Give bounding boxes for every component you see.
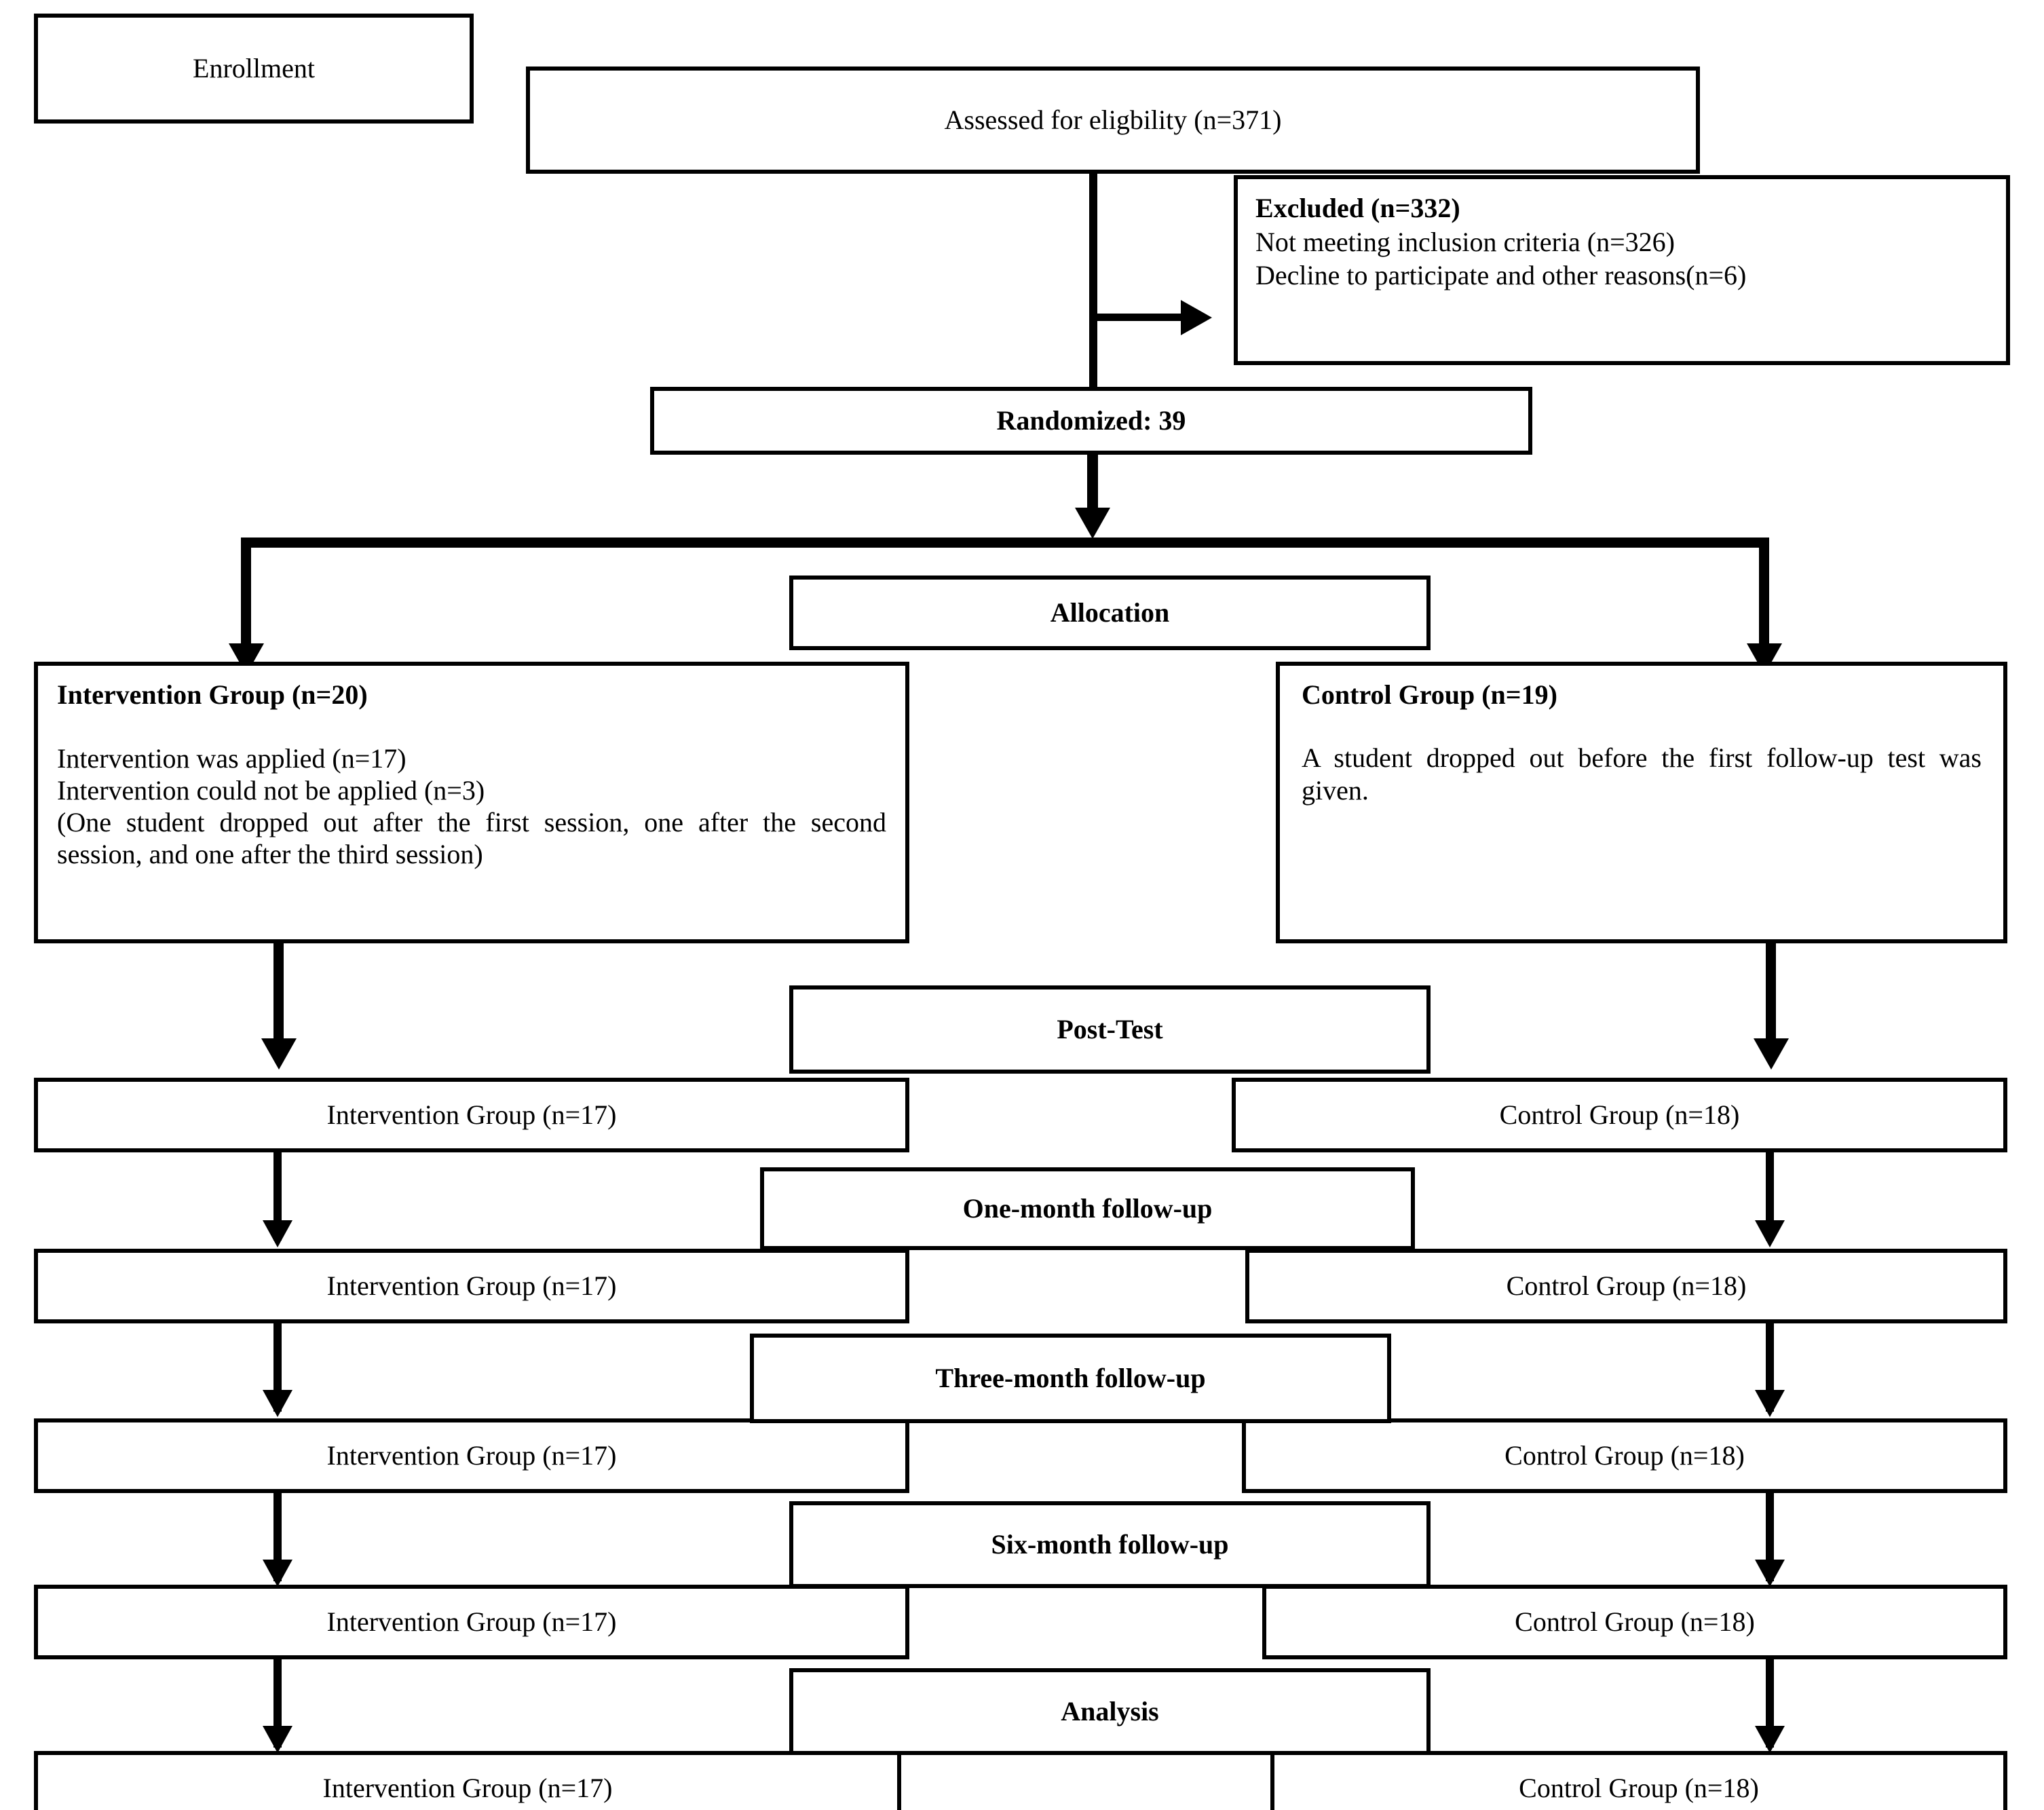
three-month-intervention-box: Intervention Group (n=17) [34, 1418, 909, 1493]
allocation-intervention-line-3: (One student dropped out after the first… [57, 807, 886, 870]
connector-alloc-to-posttest-left [273, 943, 284, 1049]
randomized-text: Randomized: 39 [996, 404, 1186, 436]
connector-sixmonth-to-analysis-left [273, 1659, 282, 1748]
connector-posttest-to-onemonth-left [273, 1152, 282, 1241]
allocation-split-left-leg [241, 538, 251, 653]
connector-posttest-to-onemonth-left-arrowhead [263, 1220, 292, 1247]
allocation-split-right-leg [1759, 538, 1769, 653]
connector-sixmonth-to-analysis-right [1766, 1659, 1774, 1748]
allocation-stage-label-box: Allocation [789, 576, 1431, 650]
excluded-box: Excluded (n=332) Not meeting inclusion c… [1234, 175, 2010, 365]
three-month-stage-label-box: Three-month follow-up [750, 1334, 1391, 1423]
allocation-control-box: Control Group (n=19) A student dropped o… [1276, 662, 2007, 943]
allocation-split-bar [241, 538, 1769, 548]
connector-alloc-to-posttest-right-arrowhead [1754, 1038, 1789, 1070]
connector-onemonth-to-threemonth-right [1766, 1323, 1774, 1412]
connector-alloc-to-posttest-right [1766, 943, 1776, 1049]
allocation-intervention-line-1: Intervention was applied (n=17) [57, 743, 406, 774]
post-test-stage-label: Post-Test [1057, 1013, 1163, 1044]
connector-sixmonth-to-analysis-left-arrowhead [263, 1726, 292, 1753]
post-test-stage-label-box: Post-Test [789, 985, 1431, 1074]
allocation-intervention-heading: Intervention Group (n=20) [57, 679, 368, 710]
analysis-intervention-box: Intervention Group (n=17) [34, 1751, 901, 1810]
one-month-control-box: Control Group (n=18) [1245, 1249, 2007, 1323]
one-month-intervention-box: Intervention Group (n=17) [34, 1249, 909, 1323]
six-month-stage-label-box: Six-month follow-up [789, 1501, 1431, 1588]
post-test-control-box: Control Group (n=18) [1232, 1078, 2007, 1152]
excluded-line-2: Decline to participate and other reasons… [1255, 259, 1747, 290]
six-month-intervention-box: Intervention Group (n=17) [34, 1585, 909, 1659]
post-test-control-text: Control Group (n=18) [1499, 1099, 1740, 1130]
connector-threemonth-to-sixmonth-left [273, 1493, 282, 1581]
enrollment-stage-label-box: Enrollment [34, 14, 474, 124]
allocation-control-body: A student dropped out before the first f… [1302, 742, 1982, 806]
one-month-stage-label: One-month follow-up [962, 1192, 1213, 1224]
one-month-intervention-text: Intervention Group (n=17) [326, 1270, 617, 1301]
randomized-down-arrowhead [1075, 508, 1110, 539]
connector-threemonth-to-sixmonth-right [1766, 1493, 1774, 1581]
assessed-for-eligibility-box: Assessed for eligbility (n=371) [526, 67, 1700, 174]
three-month-intervention-text: Intervention Group (n=17) [326, 1439, 617, 1471]
six-month-stage-label: Six-month follow-up [991, 1528, 1229, 1560]
connector-sixmonth-to-analysis-right-arrowhead [1755, 1726, 1785, 1753]
three-month-control-box: Control Group (n=18) [1242, 1418, 2007, 1493]
connector-threemonth-to-sixmonth-left-arrowhead [263, 1560, 292, 1587]
connector-alloc-to-posttest-left-arrowhead [261, 1038, 297, 1070]
analysis-control-text: Control Group (n=18) [1519, 1772, 1759, 1803]
post-test-intervention-text: Intervention Group (n=17) [326, 1099, 617, 1130]
spine-assessed-to-randomized [1089, 174, 1097, 391]
three-month-stage-label: Three-month follow-up [935, 1362, 1206, 1393]
connector-threemonth-to-sixmonth-right-arrowhead [1755, 1560, 1785, 1587]
connector-posttest-to-onemonth-right [1766, 1152, 1774, 1241]
allocation-control-heading: Control Group (n=19) [1302, 679, 1557, 710]
one-month-control-text: Control Group (n=18) [1506, 1270, 1747, 1301]
spine-randomized-down [1087, 455, 1098, 512]
assessed-for-eligibility-text: Assessed for eligbility (n=371) [944, 104, 1282, 135]
branch-to-excluded-line [1097, 314, 1186, 321]
allocation-intervention-line-2: Intervention could not be applied (n=3) [57, 774, 485, 806]
randomized-box: Randomized: 39 [650, 387, 1532, 455]
allocation-intervention-box: Intervention Group (n=20) Intervention w… [34, 662, 909, 943]
allocation-stage-label: Allocation [1050, 597, 1170, 628]
connector-posttest-to-onemonth-right-arrowhead [1755, 1220, 1785, 1247]
enrollment-stage-label: Enrollment [193, 52, 315, 83]
six-month-control-box: Control Group (n=18) [1262, 1585, 2007, 1659]
six-month-control-text: Control Group (n=18) [1515, 1606, 1755, 1637]
analysis-stage-label: Analysis [1061, 1695, 1159, 1727]
excluded-heading: Excluded (n=332) [1255, 193, 1460, 223]
branch-to-excluded-arrowhead [1181, 300, 1212, 335]
one-month-stage-label-box: One-month follow-up [760, 1167, 1415, 1250]
three-month-control-text: Control Group (n=18) [1504, 1439, 1745, 1471]
analysis-stage-label-box: Analysis [789, 1668, 1431, 1755]
connector-onemonth-to-threemonth-left-arrowhead [263, 1390, 292, 1417]
six-month-intervention-text: Intervention Group (n=17) [326, 1606, 617, 1637]
excluded-line-1: Not meeting inclusion criteria (n=326) [1255, 227, 1675, 258]
analysis-intervention-text: Intervention Group (n=17) [322, 1772, 613, 1803]
post-test-intervention-box: Intervention Group (n=17) [34, 1078, 909, 1152]
connector-onemonth-to-threemonth-right-arrowhead [1755, 1390, 1785, 1417]
connector-onemonth-to-threemonth-left [273, 1323, 282, 1412]
analysis-control-box: Control Group (n=18) [1270, 1751, 2007, 1810]
